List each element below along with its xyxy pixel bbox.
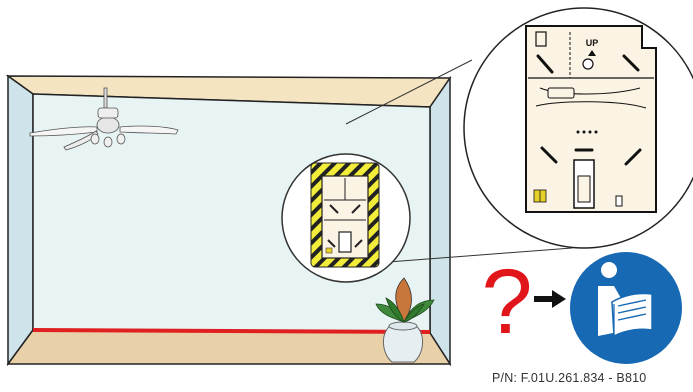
part-number: P/N: F.01U.261.834 - B810 [492,371,647,385]
arrow-right-icon [534,290,566,308]
question-mark-icon: ? [481,251,532,353]
read-manual-icon [570,252,682,364]
baseboard-red-line [32,328,431,334]
right-wall [429,75,451,367]
mounting-zone [310,162,380,268]
potted-plant-icon [375,277,435,363]
ceiling-fan-icon [29,87,179,151]
mounting-plate: UP [525,25,657,213]
up-label: UP [586,38,599,48]
left-wall [7,74,34,367]
